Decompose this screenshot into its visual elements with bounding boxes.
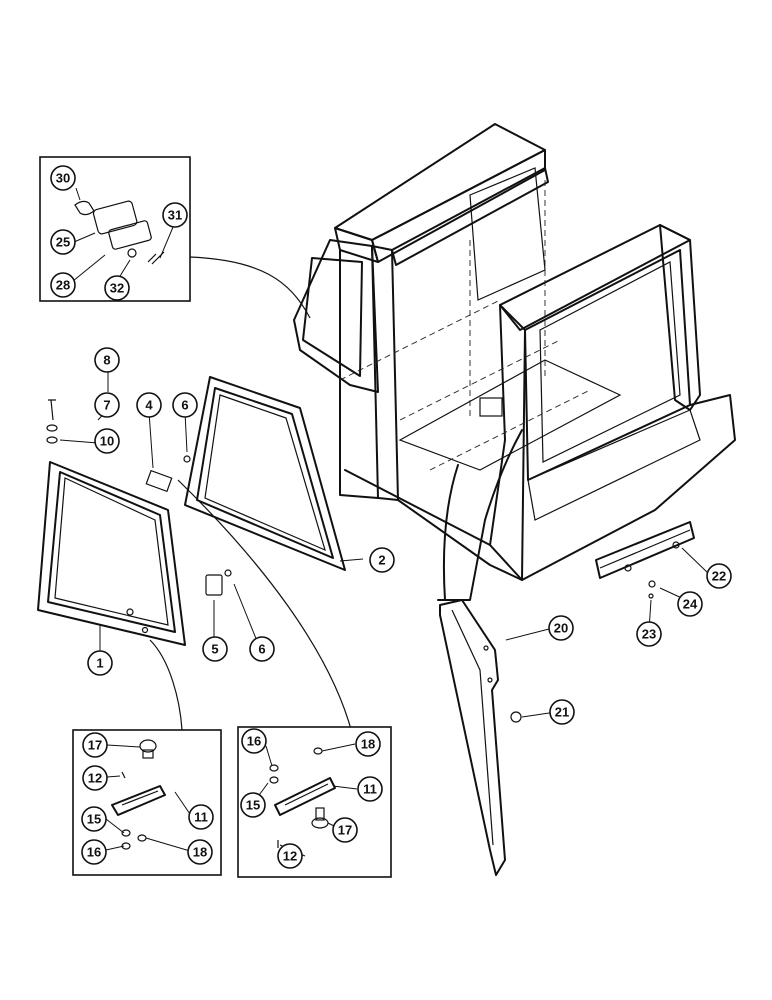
callout-28: 28 bbox=[56, 278, 70, 293]
callout-6-bottom: 6 bbox=[258, 642, 265, 657]
callout-20: 20 bbox=[554, 621, 568, 636]
leader-arc-right bbox=[177, 479, 353, 734]
cab-frame bbox=[293, 123, 736, 601]
callout-4: 4 bbox=[145, 398, 153, 413]
callout-right-16: 16 bbox=[247, 734, 261, 749]
callout-25: 25 bbox=[56, 235, 70, 250]
callout-right-17: 17 bbox=[338, 823, 352, 838]
callout-right-18: 18 bbox=[361, 737, 375, 752]
detail-panel-rear-window bbox=[39, 156, 311, 319]
callout-right-15: 15 bbox=[246, 798, 260, 813]
window-seal-2 bbox=[184, 376, 346, 571]
callout-7: 7 bbox=[103, 398, 110, 413]
callout-30: 30 bbox=[56, 171, 70, 186]
window-frame-1 bbox=[37, 461, 186, 646]
callout-5: 5 bbox=[211, 642, 218, 657]
callout-left-12: 12 bbox=[88, 771, 102, 786]
callout-8: 8 bbox=[103, 353, 110, 368]
callout-left-15: 15 bbox=[87, 812, 101, 827]
callout-10: 10 bbox=[100, 434, 114, 449]
callout-circles bbox=[50, 165, 732, 869]
callout-32: 32 bbox=[110, 281, 124, 296]
callout-22: 22 bbox=[712, 569, 726, 584]
callout-left-16: 16 bbox=[87, 845, 101, 860]
callout-24: 24 bbox=[683, 597, 698, 612]
trim-panel-20 bbox=[439, 599, 522, 876]
callout-1: 1 bbox=[96, 656, 103, 671]
callout-right-11: 11 bbox=[363, 782, 377, 797]
callout-21: 21 bbox=[555, 705, 569, 720]
callout-left-17: 17 bbox=[88, 738, 102, 753]
callout-left-11: 11 bbox=[194, 810, 208, 825]
callout-23: 23 bbox=[642, 627, 656, 642]
callout-2: 2 bbox=[378, 553, 385, 568]
leader-arc-left bbox=[149, 639, 183, 731]
callout-left-18: 18 bbox=[193, 845, 207, 860]
callout-right-12: 12 bbox=[283, 849, 297, 864]
trim-bracket-22 bbox=[595, 521, 695, 599]
callout-6-top: 6 bbox=[181, 398, 188, 413]
callout-31: 31 bbox=[168, 208, 182, 223]
hardware-small bbox=[46, 399, 232, 596]
